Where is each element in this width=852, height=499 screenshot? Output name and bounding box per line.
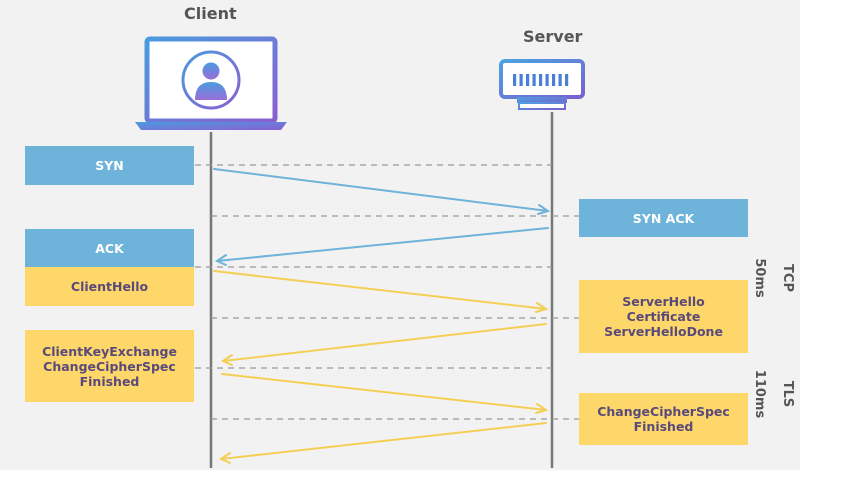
msg-syn: SYN — [25, 146, 194, 185]
diagram-graphics — [135, 36, 585, 468]
serverhello-arrow — [220, 323, 547, 366]
server-label: Server — [523, 27, 583, 46]
server-icon — [499, 59, 585, 110]
phase-tls-name: TLS — [780, 380, 795, 408]
user-avatar-icon — [181, 50, 241, 110]
changecipherspec-arrow — [218, 422, 547, 464]
clientkeyexchange-arrow — [221, 373, 549, 414]
phase-tcp-duration: 50ms — [752, 258, 767, 298]
msg-clienthello: ClientHello — [25, 267, 194, 306]
phase-tcp-label: TCP 50ms — [738, 248, 808, 308]
msg-ack: ACK — [25, 229, 194, 267]
tls-handshake-diagram: Client Server — [0, 0, 800, 470]
client-label: Client — [184, 4, 237, 23]
synack-arrow — [214, 227, 549, 266]
phase-tls-label: TLS 110ms — [738, 364, 808, 424]
msg-changecipherspec: ChangeCipherSpec Finished — [579, 393, 748, 445]
phase-tls-duration: 110ms — [752, 369, 767, 419]
msg-clientkeyexchange: ClientKeyExchange ChangeCipherSpec Finis… — [25, 330, 194, 402]
msg-synack: SYN ACK — [579, 199, 748, 237]
syn-arrow — [213, 168, 551, 215]
phase-tcp-name: TCP — [780, 264, 795, 292]
clienthello-arrow — [213, 270, 549, 313]
msg-serverhello: ServerHello Certificate ServerHelloDone — [579, 280, 748, 353]
